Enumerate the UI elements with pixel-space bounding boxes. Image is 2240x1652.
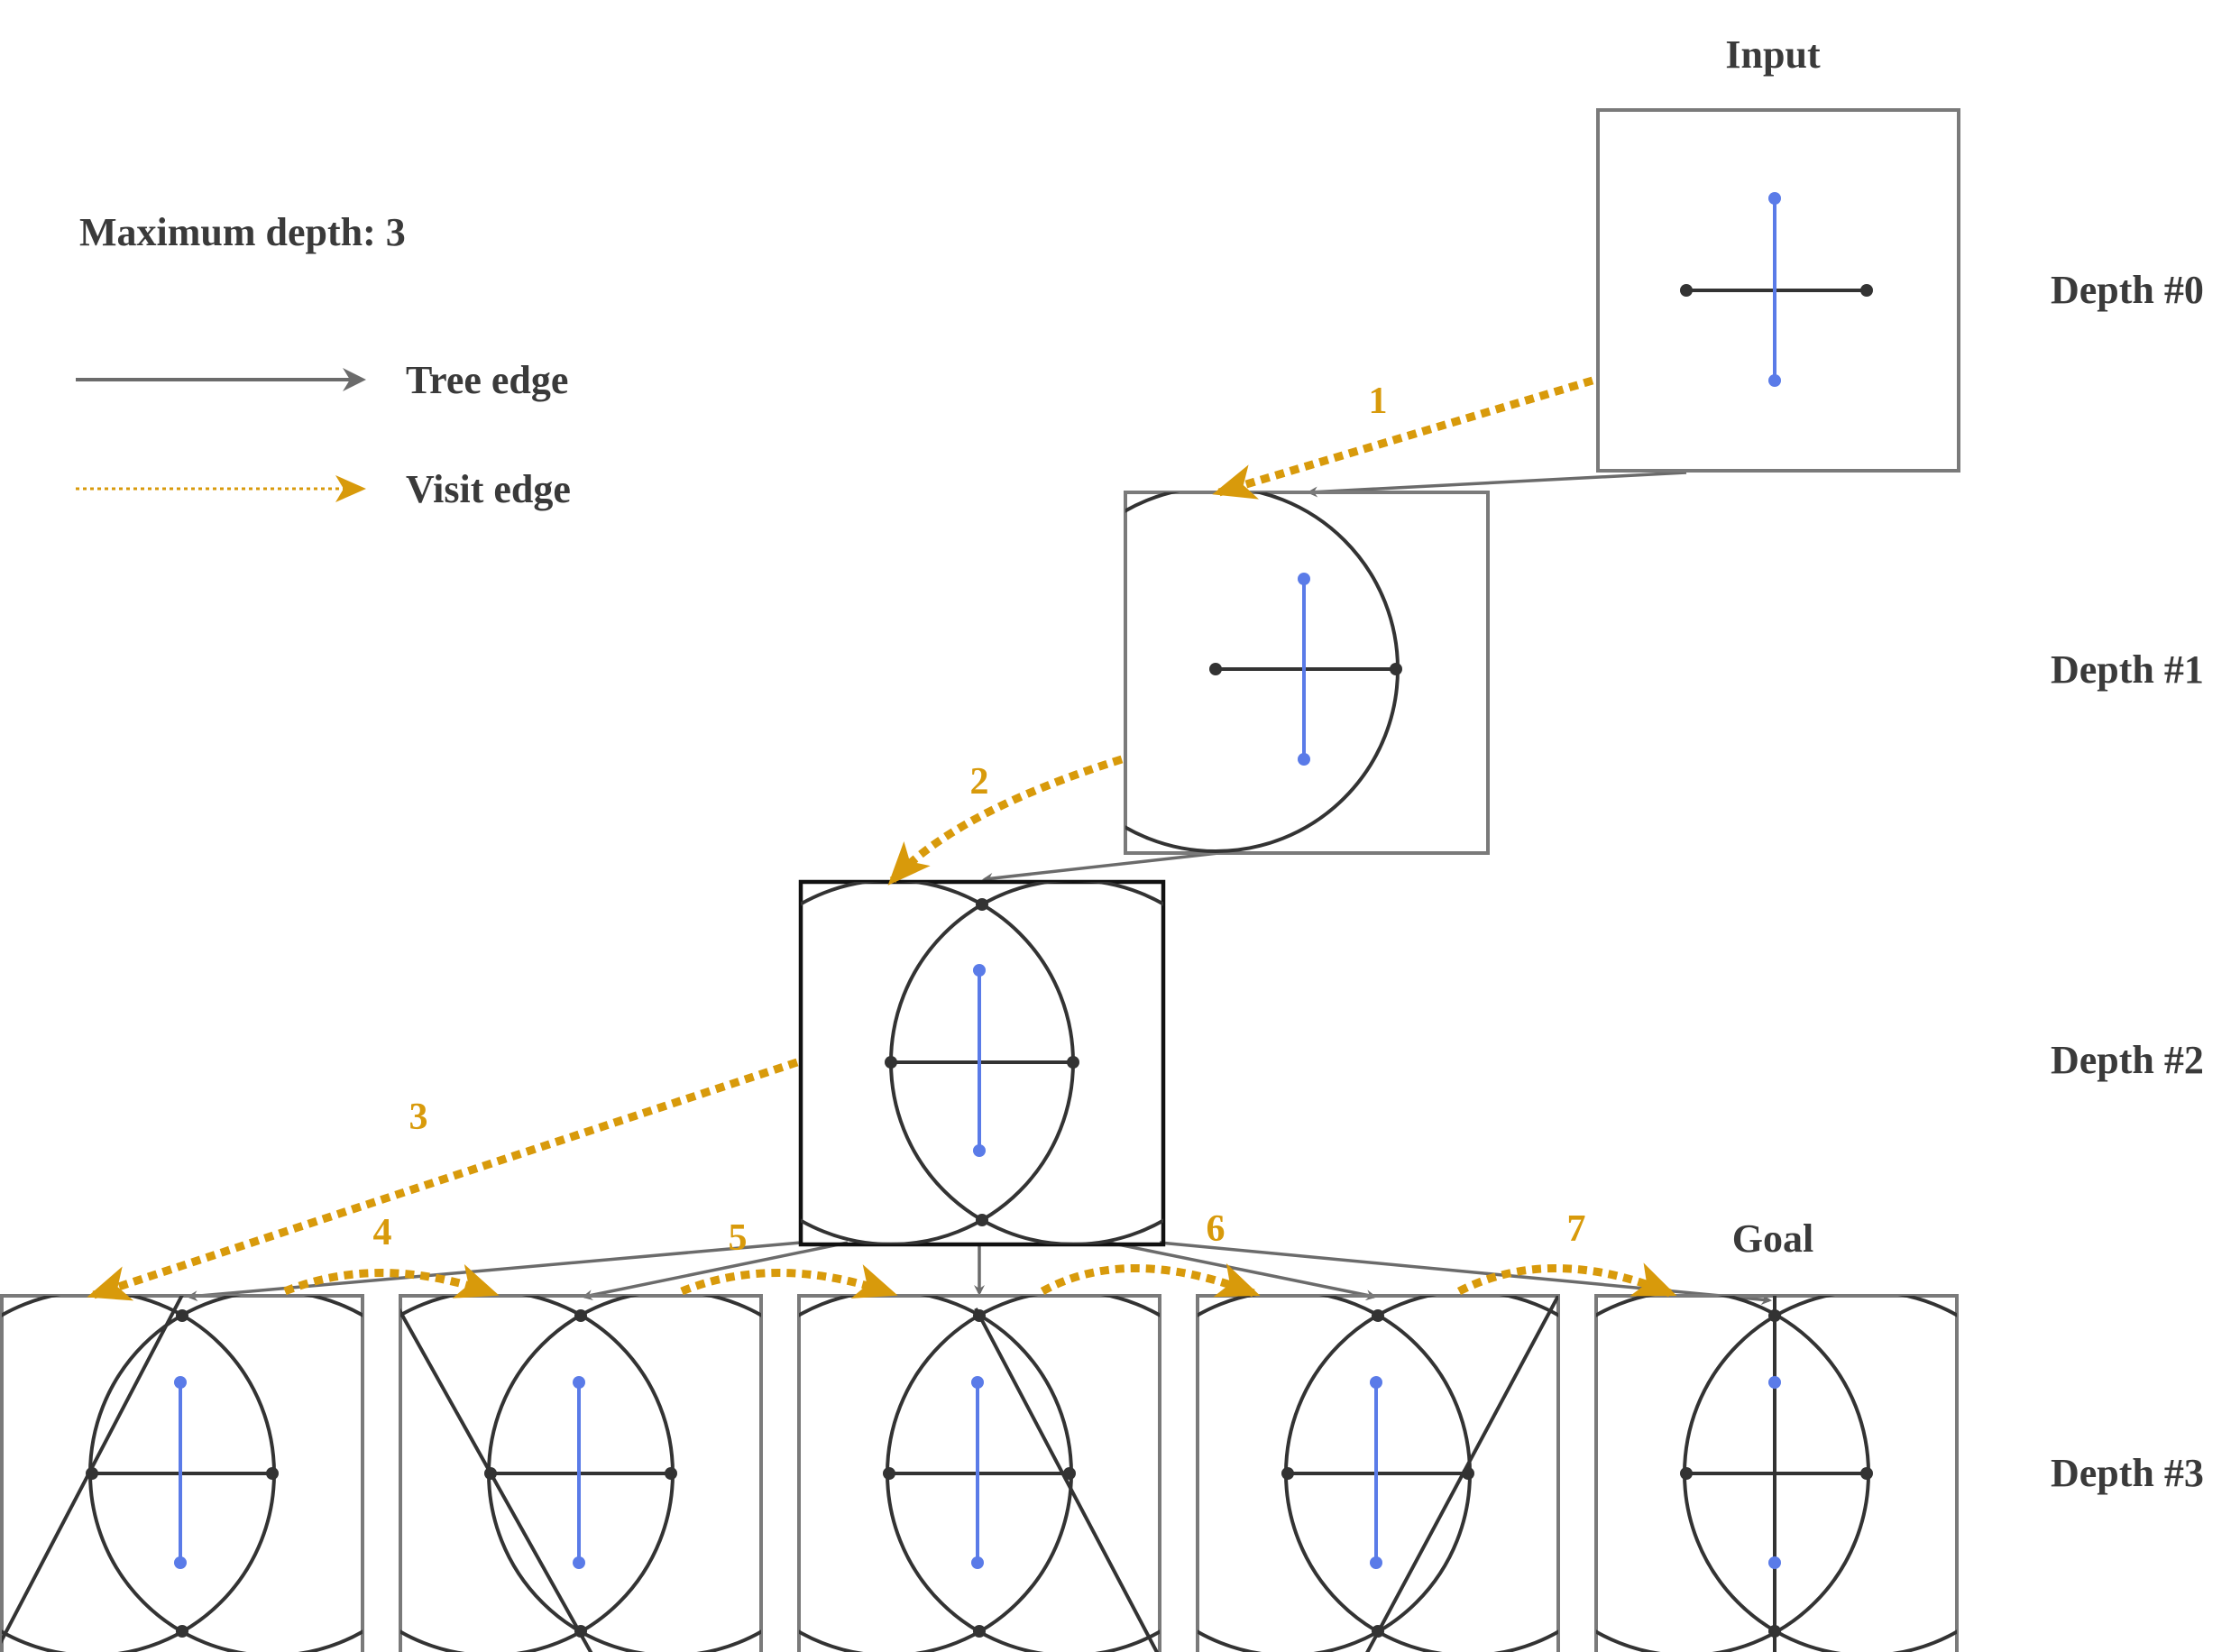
visit-order-labels: 1 2 3 4 5 6 7 bbox=[373, 381, 1586, 1259]
node-depth3-c-construction bbox=[799, 1296, 1160, 1652]
goal-label: Goal bbox=[1732, 1216, 1813, 1261]
tree-edges bbox=[187, 471, 1772, 1306]
visit-edge-5 bbox=[680, 1264, 898, 1299]
legend: Maximum depth: 3 Tree edge Visit edge bbox=[76, 210, 571, 511]
node-depth0-construction bbox=[1680, 192, 1873, 387]
tree-edge-2-3b bbox=[582, 1241, 849, 1301]
depth-label-1: Depth #1 bbox=[2051, 647, 2204, 692]
tree-edge-0-1 bbox=[1307, 471, 1687, 498]
visit-edge-3 bbox=[87, 1058, 799, 1301]
visit-number-4: 4 bbox=[373, 1212, 392, 1253]
node-depth3-d bbox=[1196, 1294, 1560, 1652]
node-boxes bbox=[0, 108, 1960, 1652]
node-depth0 bbox=[1596, 108, 1960, 473]
node-depth1 bbox=[1124, 491, 1490, 855]
node-depth3-e-construction bbox=[1596, 1296, 1957, 1652]
node-depth3-b-construction bbox=[400, 1296, 761, 1652]
node-depth3-b bbox=[399, 1294, 763, 1652]
node-depth1-construction bbox=[1125, 492, 1402, 853]
visit-edge-1 bbox=[1212, 376, 1594, 500]
input-label: Input bbox=[1725, 32, 1821, 77]
depth-label-0: Depth #0 bbox=[2051, 268, 2204, 312]
visit-edge-2 bbox=[887, 755, 1124, 886]
visit-edge-6 bbox=[1040, 1262, 1261, 1298]
tree-edge-legend-label: Tree edge bbox=[406, 358, 568, 402]
visit-number-5: 5 bbox=[729, 1217, 748, 1259]
max-depth-label: Maximum depth: 3 bbox=[79, 210, 406, 254]
tree-edge-1-2 bbox=[982, 850, 1227, 884]
visit-edges bbox=[87, 376, 1677, 1301]
visit-edge-7 bbox=[1456, 1262, 1677, 1298]
depth-label-2: Depth #2 bbox=[2051, 1038, 2204, 1082]
visit-edge-legend-label: Visit edge bbox=[406, 467, 571, 511]
node-depth3-d-construction bbox=[1198, 1296, 1558, 1652]
node-depth3-a-construction bbox=[2, 1296, 363, 1652]
visit-number-3: 3 bbox=[409, 1097, 428, 1138]
depth-label-3: Depth #3 bbox=[2051, 1451, 2204, 1495]
node-depth2-construction bbox=[801, 882, 1163, 1244]
visit-number-1: 1 bbox=[1369, 381, 1388, 422]
visit-number-7: 7 bbox=[1567, 1208, 1586, 1250]
node-depth3-c bbox=[797, 1294, 1161, 1652]
visit-number-6: 6 bbox=[1207, 1208, 1226, 1250]
visit-edge-4 bbox=[283, 1263, 500, 1299]
visit-number-2: 2 bbox=[970, 761, 989, 803]
node-depth2 bbox=[798, 879, 1166, 1247]
